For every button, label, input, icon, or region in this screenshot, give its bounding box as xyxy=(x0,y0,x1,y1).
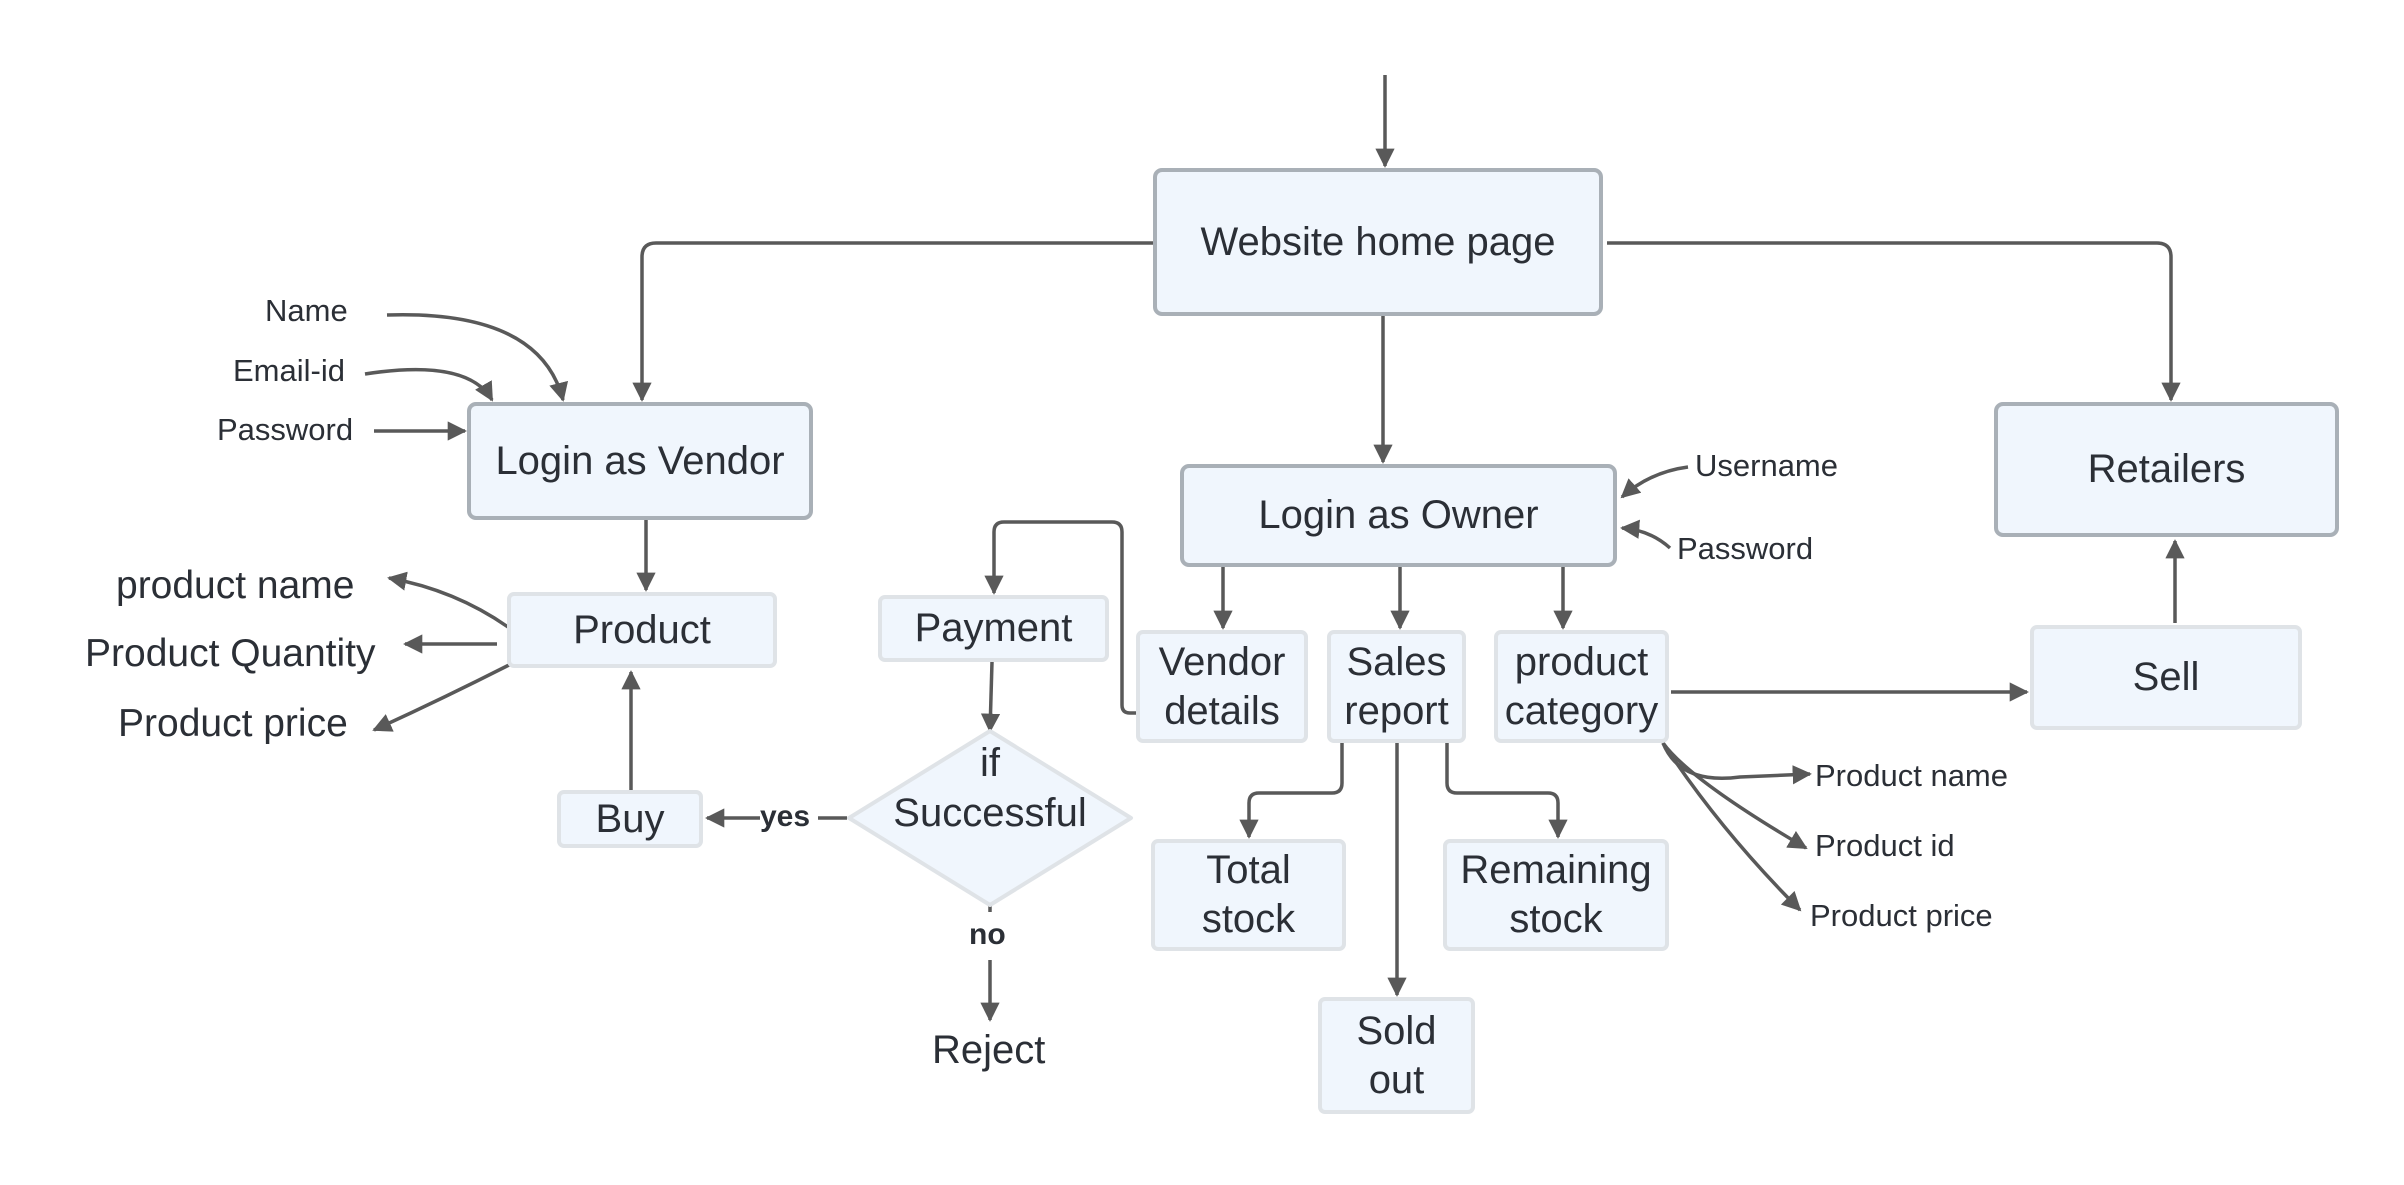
edge-vendor-details-payment xyxy=(984,520,1138,715)
category-product-name-label: Product name xyxy=(1815,758,2008,793)
total-stock-node[interactable]: Total stock xyxy=(1151,839,1346,951)
edge-payment-decision xyxy=(980,661,1001,733)
product-node[interactable]: Product xyxy=(507,592,777,668)
edge-sales-total-stock xyxy=(1239,743,1344,839)
product-category-node[interactable]: product category xyxy=(1494,630,1669,743)
edge-category-product-price xyxy=(1661,742,1802,912)
product-quantity-attr-label: Product Quantity xyxy=(85,632,376,675)
password-vendor-label: Password xyxy=(217,412,354,447)
edge-product-price-attr xyxy=(372,662,512,732)
reject-label: Reject xyxy=(932,1028,1046,1072)
vendor-details-node[interactable]: Vendor details xyxy=(1136,630,1308,743)
edge-sales-remaining-stock xyxy=(1445,743,1568,839)
if-successful-diamond xyxy=(847,729,1133,907)
payment-node[interactable]: Payment xyxy=(878,595,1109,662)
email-id-label: Email-id xyxy=(233,353,345,388)
retailers-node[interactable]: Retailers xyxy=(1994,402,2339,537)
category-product-id-label: Product id xyxy=(1815,828,1955,863)
password-owner-label: Password xyxy=(1677,531,1814,566)
login-as-vendor-node[interactable]: Login as Vendor xyxy=(467,402,813,520)
edge-name-vendor-login xyxy=(386,312,569,402)
product-name-attr-label: product name xyxy=(116,564,355,607)
edge-category-product-id xyxy=(1661,741,1808,850)
login-as-owner-node[interactable]: Login as Owner xyxy=(1180,464,1617,567)
username-label: Username xyxy=(1695,448,1838,483)
no-label: no xyxy=(969,918,1006,951)
remaining-stock-node[interactable]: Remaining stock xyxy=(1443,839,1669,951)
edge-email-vendor-login xyxy=(364,367,494,402)
buy-node[interactable]: Buy xyxy=(557,790,703,848)
yes-label: yes xyxy=(760,800,811,833)
edge-home-vendor-login xyxy=(632,241,1156,402)
website-home-page-node[interactable]: Website home page xyxy=(1153,168,1603,316)
name-label: Name xyxy=(265,293,348,328)
sold-out-node[interactable]: Sold out xyxy=(1318,997,1475,1114)
if-successful-label: if Successful xyxy=(893,741,1087,835)
product-price-attr-label: Product price xyxy=(118,702,348,745)
edge-home-retailers xyxy=(1607,241,2181,402)
edge-password-owner-login xyxy=(1620,519,1672,550)
category-product-price-label: Product price xyxy=(1810,898,1993,933)
sell-node[interactable]: Sell xyxy=(2030,625,2302,730)
sales-report-node[interactable]: Sales report xyxy=(1327,630,1466,743)
edge-username-owner-login xyxy=(1620,465,1689,499)
edge-product-name-attr xyxy=(387,571,510,629)
